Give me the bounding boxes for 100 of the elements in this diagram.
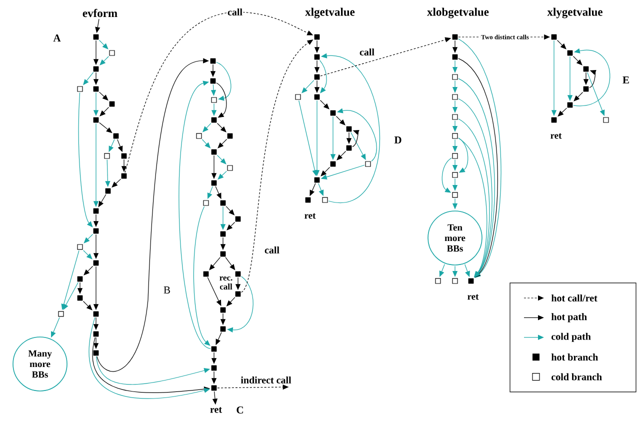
arrow [98,40,108,50]
filled-square [93,208,99,214]
arrow [216,62,232,101]
filled-square [105,188,111,194]
filled-square [203,271,209,277]
hollow-square [77,244,83,250]
filled-square [211,117,217,123]
filled-square [314,94,320,100]
hollow-square [452,133,458,139]
function-name: evform [82,8,118,18]
filled-square [346,145,352,151]
filled-square [583,86,589,92]
arrow [216,82,227,118]
hollow-square [452,192,458,198]
edge-label: call [358,48,376,56]
arrow [82,300,92,310]
filled-square [314,34,320,40]
legend-label: cold branch [552,373,602,380]
arrow [352,130,360,148]
filled-square [210,78,216,84]
filled-square [211,149,217,155]
arrow [209,257,220,270]
filled-square [583,66,589,72]
hollow-square [452,172,458,178]
hollow-square [365,161,371,167]
arrow [320,100,330,110]
arrow [458,78,495,278]
filled-square [93,117,99,123]
filled-square [93,331,99,337]
filled-square [551,34,557,40]
filled-square [121,173,127,179]
arrow [178,80,211,349]
hollow-square [435,278,441,284]
part-label: B [164,286,170,294]
filled-square [77,295,83,301]
arrow [319,60,327,94]
filled-square [567,50,573,56]
arrow [320,166,330,176]
hollow-square [452,278,458,284]
arrow [193,206,210,346]
legend-label: hot path [551,313,587,322]
arrow [226,222,236,230]
hollow-square [227,165,233,171]
part-label: C [236,406,243,414]
return-label: ret [468,294,479,300]
filled-square [77,276,83,282]
filled-square [227,133,233,139]
part-label: A [53,34,61,42]
arrow [216,122,226,132]
filled-square [314,54,320,60]
arrow [572,56,582,66]
filled-square [235,271,241,277]
part-label: D [394,136,402,144]
arrow [336,116,346,126]
arrow [574,92,584,102]
filled-square [211,365,217,371]
arrow [458,138,468,173]
hollow-square [295,94,301,100]
arrow [442,158,452,193]
hollow-square [109,50,115,56]
filled-square [314,74,320,80]
arrow [83,250,92,260]
filled-square [113,133,119,139]
filled-square [346,126,352,132]
filled-square [211,180,217,186]
hollow-square [196,133,202,139]
arrow [216,154,226,164]
hollow-square [452,153,458,159]
filled-square [220,200,226,206]
legend-label: cold path [552,332,591,342]
arrow [218,138,228,148]
arrow [84,234,94,244]
part-label: xlgetvalue [305,8,355,18]
hollow-square [452,74,458,80]
hollow-square [603,117,609,123]
hollow-square [322,197,328,203]
part-label: xlobgetvalue [427,8,489,18]
filled-square [567,102,573,108]
filled-square [220,251,226,257]
filled-square [93,350,99,356]
arrow [458,38,502,278]
arrow [556,40,566,50]
arrow [302,80,314,94]
filled-square [452,34,458,40]
filled-square [121,153,127,159]
filled-square [93,34,99,40]
part-label: xlygetvalue [547,8,602,18]
filled-square [235,291,241,297]
hollow-square [58,311,64,317]
arrow [458,138,488,278]
arrow [78,92,93,228]
filled-square [211,346,217,352]
hollow-square [104,153,110,159]
edge-label: call [264,246,280,254]
legend-label: hot call/ret [551,294,598,302]
filled-square [314,177,320,183]
note-label: rec. call [220,276,232,290]
filled-square [235,216,241,222]
arrow [589,70,596,88]
arrow [100,106,110,116]
